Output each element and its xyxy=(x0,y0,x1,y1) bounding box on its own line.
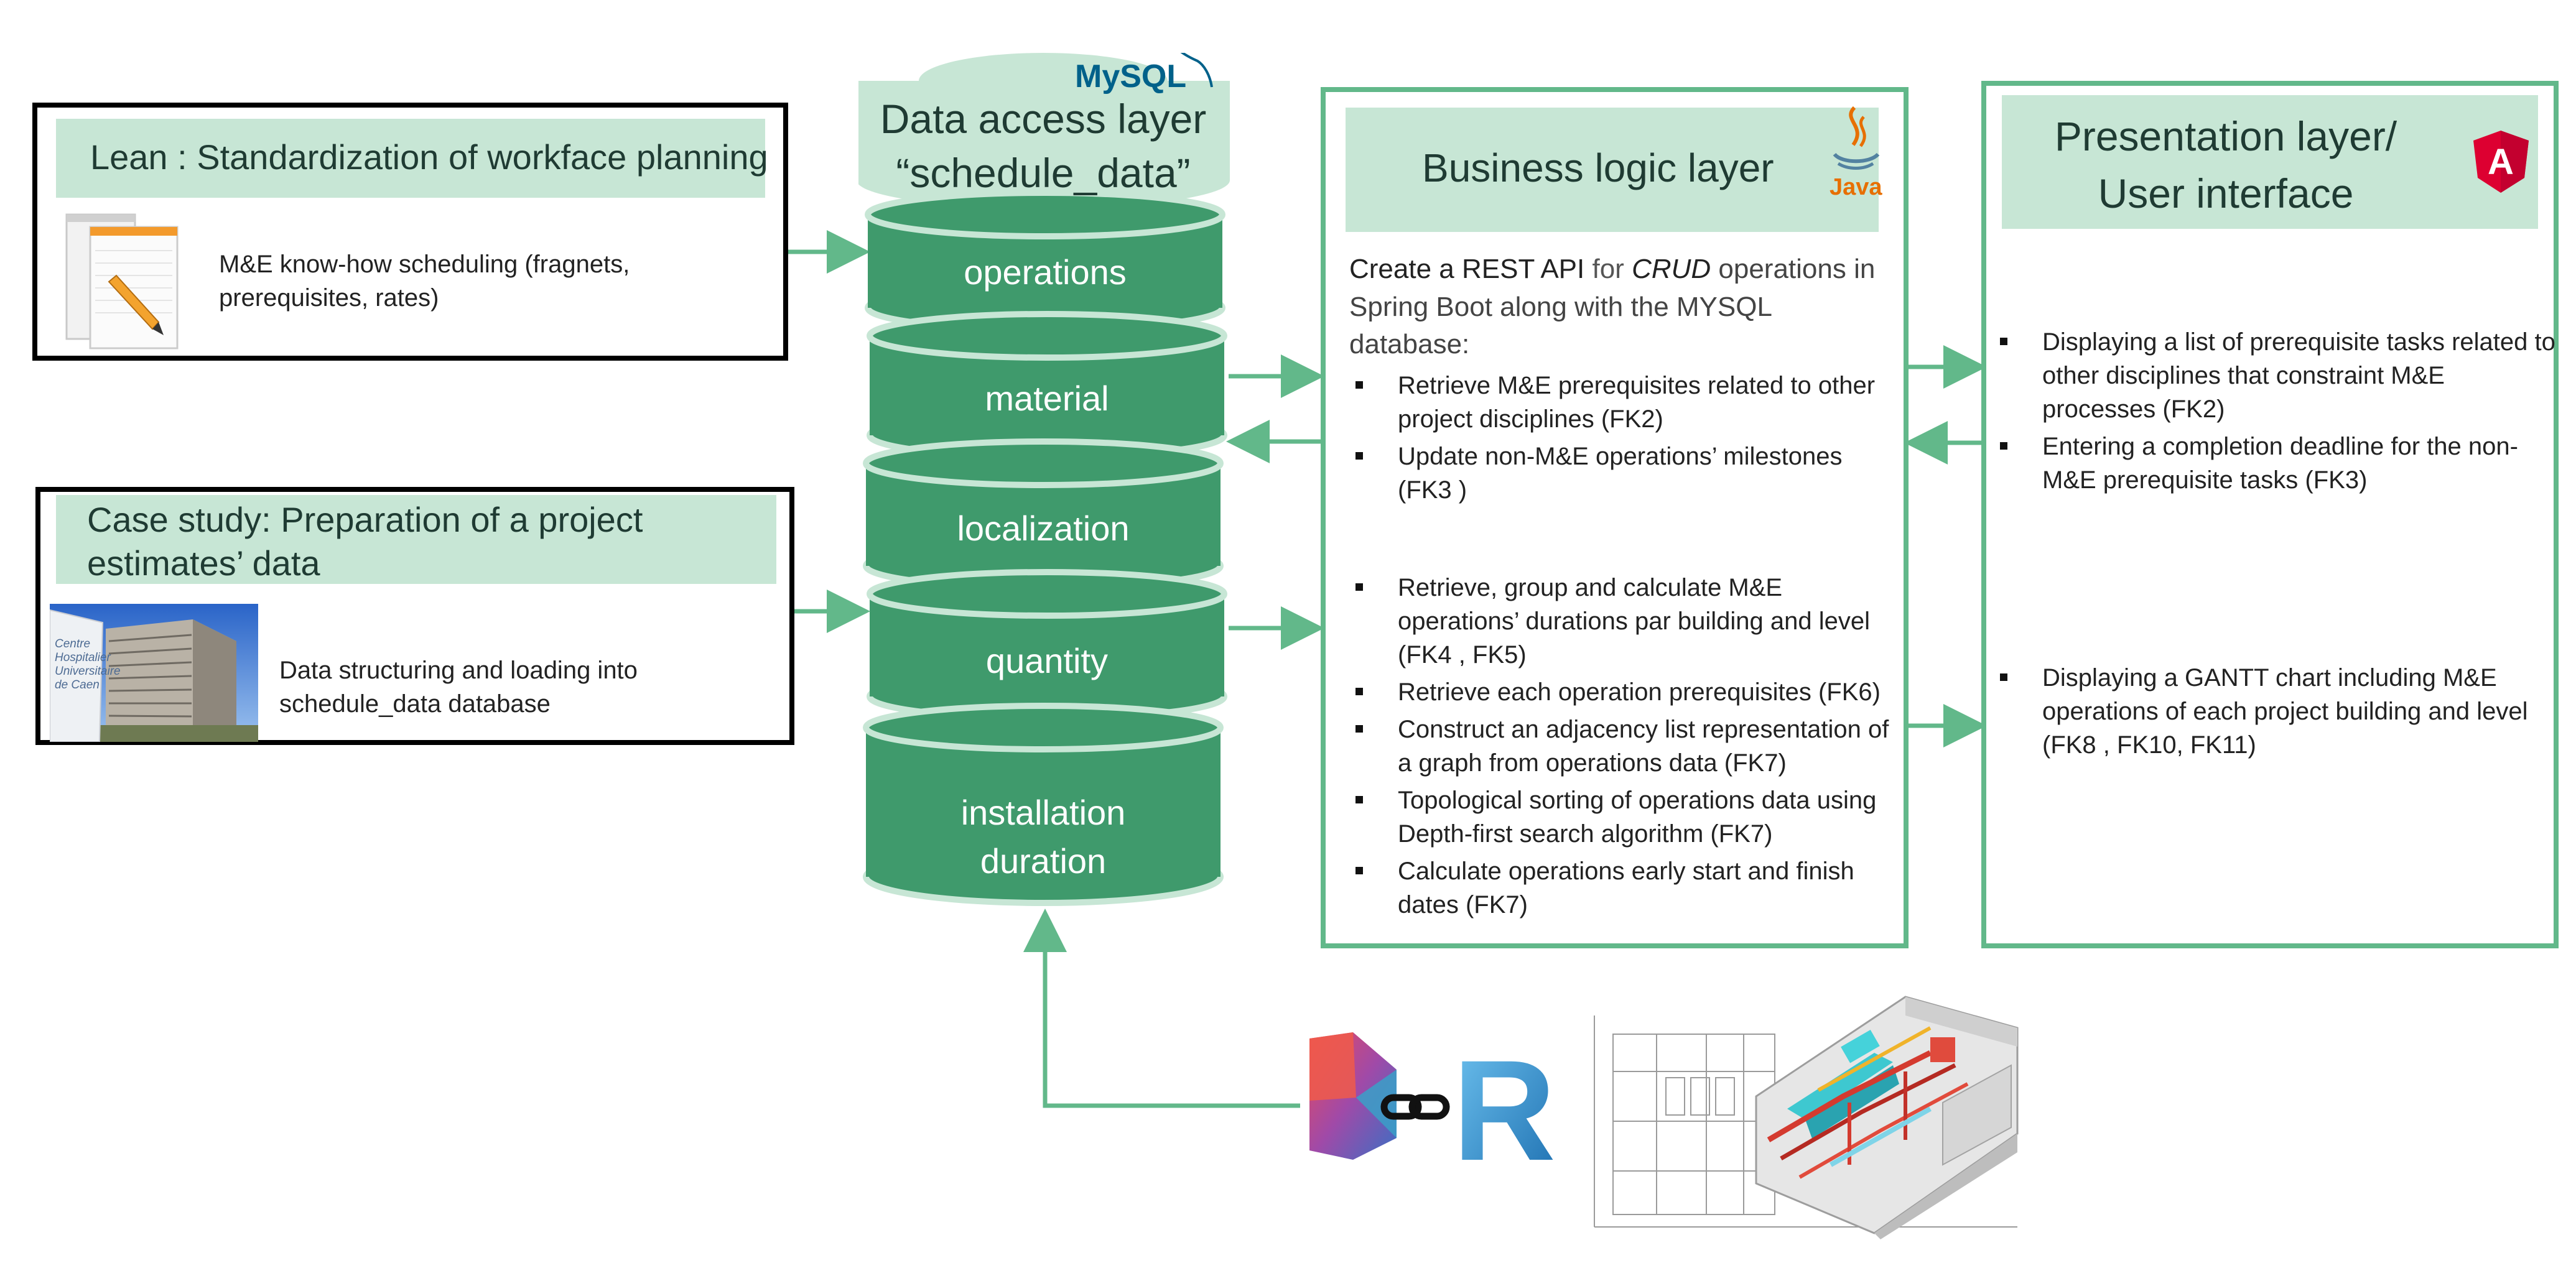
mep-model-image xyxy=(1582,978,2048,1239)
presentation-title-line1: Presentation layer/ xyxy=(2054,113,2397,159)
db-table-label-quantity: quantity xyxy=(985,641,1109,680)
revit-icon-letter: R xyxy=(1453,1030,1556,1182)
case-study-box: Case study: Preparation of a project est… xyxy=(35,487,794,745)
list-item: Update non-M&E operations’ milestones (F… xyxy=(1349,440,1897,507)
dynamo-revit-logos: R xyxy=(1309,1030,1556,1182)
presentation-list-group2: Displaying a GANTT chart including M&E o… xyxy=(1994,661,2557,766)
db-table-label-localization: localization xyxy=(957,509,1130,548)
java-logo: Java xyxy=(1830,106,1882,200)
business-intro-part3: operations in Spring Boot along with the… xyxy=(1349,254,1876,360)
list-item: Retrieve each operation prerequisites (F… xyxy=(1349,675,1897,709)
case-study-text-line1: Data structuring and loading into xyxy=(279,657,638,684)
lean-text-line1: M&E know-how scheduling (fragnets, xyxy=(219,251,630,278)
db-table-label-installation-line2: duration xyxy=(980,841,1107,881)
business-intro-part2: for xyxy=(1592,254,1632,284)
business-list-group2: Retrieve, group and calculate M&E operat… xyxy=(1349,571,1897,925)
mysql-logo-text: MySQL xyxy=(1075,58,1186,95)
photo-sign-line2: Hospitalier xyxy=(55,651,111,664)
presentation-list-group1: Displaying a list of prerequisite tasks … xyxy=(1994,325,2557,501)
lean-text: M&E know-how scheduling (fragnets, prere… xyxy=(219,248,766,315)
db-cylinder-installation-duration xyxy=(863,703,1224,906)
lean-title: Lean : Standardization of workface plann… xyxy=(90,137,768,177)
presentation-title: Presentation layer/ User interface xyxy=(2002,108,2450,223)
presentation-title-line2: User interface xyxy=(2098,170,2354,217)
data-layer-title-line2: “schedule_data” xyxy=(896,150,1191,197)
arrow-revit-to-db xyxy=(1023,909,1300,1108)
mep-ducts xyxy=(1767,1026,1969,1179)
lean-text-line2: prerequisites, rates) xyxy=(219,284,439,312)
building-3d-walls xyxy=(1755,996,2019,1239)
revit-icon: R xyxy=(1453,1030,1556,1182)
case-study-title-line1: Case study: Preparation of a project xyxy=(87,500,643,539)
business-intro-part1: Create a REST API xyxy=(1349,254,1593,284)
list-item: Retrieve, group and calculate M&E operat… xyxy=(1349,571,1897,672)
mysql-logo: MySQL xyxy=(1075,53,1213,95)
business-list-group1: Retrieve M&E prerequisites related to ot… xyxy=(1349,369,1897,511)
case-study-text: Data structuring and loading into schedu… xyxy=(279,654,789,721)
presentation-layer-box: Presentation layer/ User interface A Dis… xyxy=(1981,81,2559,948)
db-table-label-installation-line1: installation xyxy=(960,793,1126,832)
list-item: Entering a completion deadline for the n… xyxy=(1994,430,2557,497)
case-study-title: Case study: Preparation of a project est… xyxy=(87,498,643,585)
data-layer-title: Data access layer “schedule_data” xyxy=(857,92,1230,200)
angular-logo: A xyxy=(2473,131,2529,193)
photo-sign-line4: de Caen xyxy=(55,678,100,692)
notepad-pencil-icon xyxy=(65,213,179,349)
dynamo-icon xyxy=(1309,1032,1397,1160)
db-table-label-operations: operations xyxy=(964,252,1127,292)
database-stack: MySQL xyxy=(858,53,1230,906)
case-study-title-line2: estimates’ data xyxy=(87,544,320,583)
java-logo-text: Java xyxy=(1830,174,1882,200)
list-item: Displaying a list of prerequisite tasks … xyxy=(1994,325,2557,426)
list-item: Calculate operations early start and fin… xyxy=(1349,854,1897,922)
db-table-label-installation-duration: installation duration xyxy=(866,789,1221,886)
list-item: Displaying a GANTT chart including M&E o… xyxy=(1994,661,2557,762)
case-study-text-line2: schedule_data database xyxy=(279,690,551,718)
chain-link-icon xyxy=(1380,1094,1450,1120)
business-intro-crud: CRUD xyxy=(1632,254,1711,284)
business-intro: Create a REST API for CRUD operations in… xyxy=(1349,251,1897,364)
lean-box: Lean : Standardization of workface plann… xyxy=(32,103,788,361)
list-item: Construct an adjacency list representati… xyxy=(1349,713,1897,780)
list-item: Retrieve M&E prerequisites related to ot… xyxy=(1349,369,1897,436)
photo-sign-line1: Centre xyxy=(55,637,90,650)
hospital-photo: Centre Hospitalier Universitaire de Caen xyxy=(50,604,258,742)
angular-logo-text: A xyxy=(2488,142,2514,182)
business-title: Business logic layer xyxy=(1422,146,1774,190)
case-study-title-band xyxy=(56,495,776,584)
db-table-label-material: material xyxy=(985,379,1109,418)
business-title-band xyxy=(1346,108,1879,232)
business-logic-box: Business logic layer Java Create a REST … xyxy=(1321,87,1909,948)
data-layer-title-line1: Data access layer xyxy=(880,96,1207,142)
presentation-title-band xyxy=(2002,95,2538,229)
lean-title-band xyxy=(56,119,765,198)
list-item: Topological sorting of operations data u… xyxy=(1349,784,1897,851)
photo-sign-line3: Universitaire xyxy=(55,665,121,678)
